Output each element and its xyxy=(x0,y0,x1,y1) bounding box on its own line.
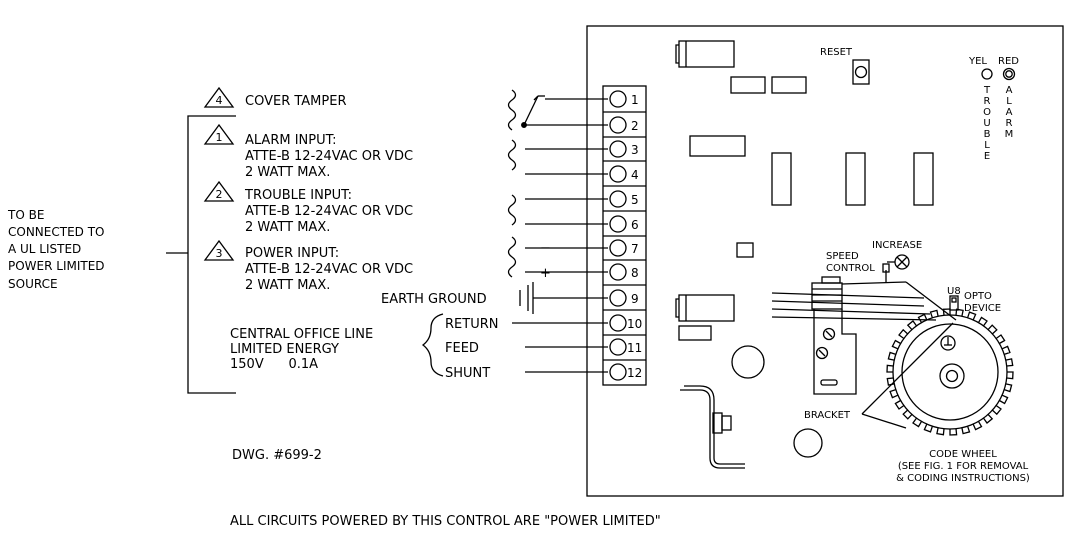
power-input-rating: ATTE-B 12-24VAC OR VDC xyxy=(245,262,413,277)
yellow-led-icon xyxy=(981,68,993,80)
note-number: 2 xyxy=(216,188,223,201)
trouble-letter: T xyxy=(983,85,991,96)
note-number: 1 xyxy=(216,131,223,144)
earth-ground-label: EARTH GROUND xyxy=(381,292,487,307)
terminal-number: 6 xyxy=(631,218,639,232)
terminal-number: 8 xyxy=(631,266,639,280)
board-components xyxy=(675,40,934,469)
terminal-number: 1 xyxy=(631,93,639,107)
note-triangle-icon xyxy=(203,86,235,108)
terminal-number: 2 xyxy=(631,119,639,133)
tamper-switch-symbol xyxy=(521,95,608,128)
bracket-assembly xyxy=(771,276,957,395)
central-office-rating: 150V 0.1A xyxy=(230,357,318,372)
trouble-input-title: TROUBLE INPUT: xyxy=(244,188,352,203)
bracket-label: BRACKET xyxy=(804,410,851,421)
source-note: TO BE CONNECTED TO A UL LISTED POWER LIM… xyxy=(7,208,105,291)
footer-note: ALL CIRCUITS POWERED BY THIS CONTROL ARE… xyxy=(230,514,661,529)
bracket-leader xyxy=(861,322,954,415)
code-wheel-note: & CODING INSTRUCTIONS) xyxy=(896,473,1030,484)
minus-sign: − xyxy=(540,241,551,256)
yel-led-label: YEL xyxy=(968,56,987,67)
reset-button: RESET xyxy=(820,47,870,85)
power-input-note: 3 POWER INPUT: ATTE-B 12-24VAC OR VDC 2 … xyxy=(203,239,413,293)
terminal-number: 10 xyxy=(627,317,642,331)
terminal-number: 5 xyxy=(631,193,639,207)
wire-break-marks xyxy=(507,89,517,278)
alarm-input-max: 2 WATT MAX. xyxy=(245,165,330,180)
note-triangle-icon xyxy=(203,180,235,202)
circuit-board-outline xyxy=(586,25,1064,497)
code-wheel-label: CODE WHEEL xyxy=(929,449,997,460)
earth-ground: EARTH GROUND xyxy=(381,282,534,314)
drawing-number: DWG. #699-2 xyxy=(232,448,322,463)
trouble-input-rating: ATTE-B 12-24VAC OR VDC xyxy=(245,204,413,219)
power-input-title: POWER INPUT: xyxy=(245,246,339,261)
opto-device-label: DEVICE xyxy=(964,303,1001,314)
alarm-letter: L xyxy=(1006,96,1012,107)
opto-device: U8 OPTO DEVICE xyxy=(947,286,1001,314)
terminal-screws xyxy=(609,90,627,381)
note-number: 3 xyxy=(216,247,223,260)
terminal-number: 4 xyxy=(631,168,639,182)
trouble-letter: R xyxy=(984,96,991,107)
source-note-line: SOURCE xyxy=(8,277,58,291)
terminal-number: 7 xyxy=(631,242,639,256)
code-wheel-note: (SEE FIG. 1 FOR REMOVAL xyxy=(898,461,1029,472)
power-input-max: 2 WATT MAX. xyxy=(245,278,330,293)
alarm-letter: M xyxy=(1005,129,1014,140)
plus-sign: + xyxy=(540,266,551,281)
alarm-input-rating: ATTE-B 12-24VAC OR VDC xyxy=(245,149,413,164)
trouble-input-note: 2 TROUBLE INPUT: ATTE-B 12-24VAC OR VDC … xyxy=(203,180,413,235)
trouble-letter: U xyxy=(983,118,990,129)
source-note-line: CONNECTED TO xyxy=(8,225,104,239)
speed-control-label: SPEED xyxy=(826,251,859,262)
central-office-energy: LIMITED ENERGY xyxy=(230,342,339,357)
central-office-line: CENTRAL OFFICE LINE LIMITED ENERGY 150V … xyxy=(230,313,498,381)
note-triangle-icon xyxy=(203,239,235,261)
alarm-letter: A xyxy=(1006,85,1013,96)
terminal-number: 11 xyxy=(627,341,642,355)
central-office-title: CENTRAL OFFICE LINE xyxy=(230,327,373,342)
alarm-letter: A xyxy=(1006,107,1013,118)
cover-tamper-label: COVER TAMPER xyxy=(245,94,346,109)
alarm-input-title: ALARM INPUT: xyxy=(245,133,337,148)
note-triangle-icon xyxy=(203,123,235,145)
terminal-number: 9 xyxy=(631,292,639,306)
source-note-line: TO BE xyxy=(7,208,44,222)
return-label: RETURN xyxy=(445,317,498,332)
alarm-letter: R xyxy=(1006,118,1013,129)
speed-control-label: CONTROL xyxy=(826,263,875,274)
trouble-letter: O xyxy=(983,107,991,118)
terminal-number: 3 xyxy=(631,143,639,157)
trouble-letter: B xyxy=(984,129,991,140)
opto-device-label: OPTO xyxy=(964,291,992,302)
shunt-label: SHUNT xyxy=(445,366,490,381)
increase-label: INCREASE xyxy=(872,240,922,251)
source-note-line: A UL LISTED xyxy=(8,242,81,256)
terminal-wires xyxy=(512,148,608,373)
cover-tamper-note: 4 COVER TAMPER xyxy=(203,86,346,109)
code-wheel xyxy=(886,308,1014,436)
trouble-letter: L xyxy=(984,140,990,151)
feed-label: FEED xyxy=(445,341,479,356)
source-bracket xyxy=(187,115,236,394)
source-note-line: POWER LIMITED xyxy=(8,259,105,273)
terminal-block: 1 2 3 4 5 6 7 8 9 10 11 12 xyxy=(602,85,647,386)
speed-control: SPEED CONTROL INCREASE xyxy=(826,240,922,283)
trouble-input-max: 2 WATT MAX. xyxy=(245,220,330,235)
red-led-label: RED xyxy=(998,56,1019,67)
note-number: 4 xyxy=(216,94,223,107)
trouble-letter: E xyxy=(984,151,990,162)
terminal-number: 12 xyxy=(627,366,642,380)
wheel-tooth xyxy=(886,308,1014,436)
led-indicators: YEL RED T R O U B L E A L A R M xyxy=(968,56,1019,162)
red-led-icon xyxy=(1002,67,1016,81)
bracket-leader xyxy=(861,413,907,429)
reset-label: RESET xyxy=(820,47,853,58)
central-office-brace xyxy=(421,313,444,377)
alarm-input-note: 1 ALARM INPUT: ATTE-B 12-24VAC OR VDC 2 … xyxy=(203,123,413,180)
u8-label: U8 xyxy=(947,286,961,297)
